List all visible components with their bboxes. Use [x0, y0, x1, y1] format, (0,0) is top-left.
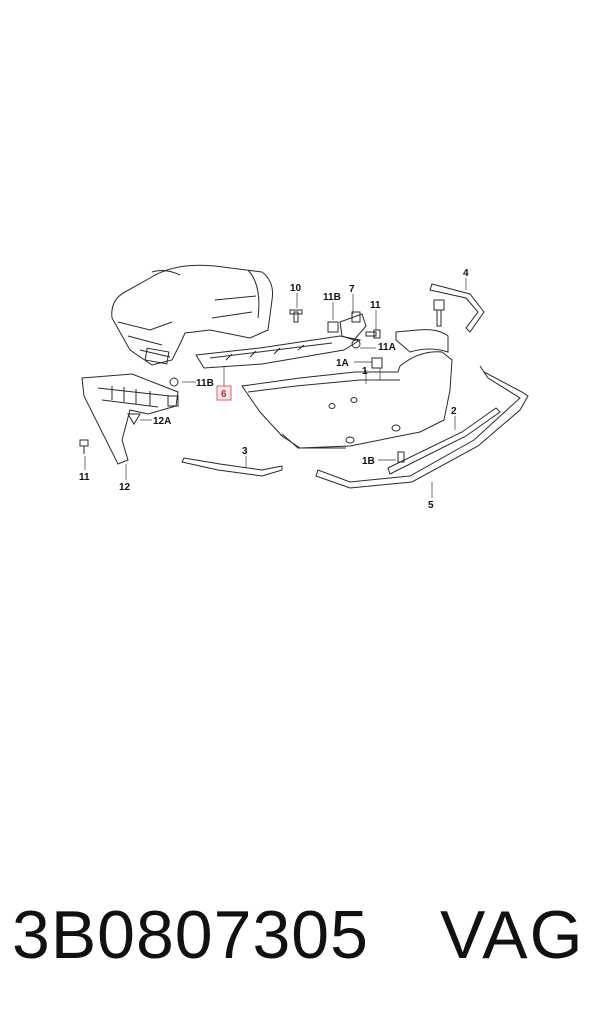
screw-1b — [397, 451, 405, 463]
part-number: 3B0807305 — [12, 897, 369, 973]
trim-strip-3 — [181, 457, 283, 477]
callout-11-top: 11 — [370, 300, 381, 311]
nut-11b-left — [169, 377, 179, 387]
callout-1: 1 — [362, 366, 368, 377]
nut-11b-top — [327, 321, 339, 333]
callout-labels: 4 10 11B 7 11 11A 1A 1 11B 6 12A 2 3 1B … — [79, 268, 469, 511]
callout-5: 5 — [428, 500, 434, 511]
spoiler-5 — [315, 365, 529, 489]
callout-1a: 1A — [336, 358, 349, 369]
screw-10 — [289, 309, 303, 323]
trim-strip-4 — [429, 283, 485, 333]
callout-11b-top: 11B — [323, 292, 341, 303]
clip-1a — [371, 357, 383, 369]
callout-2: 2 — [451, 406, 457, 417]
bracket-7 — [339, 311, 367, 341]
parts-diagram: 4 10 11B 7 11 11A 1A 1 11B 6 12A 2 3 1B … — [79, 264, 529, 511]
callout-3: 3 — [242, 446, 248, 457]
callout-11-bottom: 11 — [79, 472, 90, 483]
bolt-top-right — [433, 299, 445, 327]
callout-12: 12 — [119, 482, 131, 493]
callout-6: 6 — [221, 389, 227, 400]
callout-11b-left: 11B — [196, 378, 214, 389]
highlight-box-6 — [216, 385, 232, 401]
callout-11a: 11A — [378, 342, 396, 353]
callout-12a: 12A — [153, 416, 171, 427]
clip-12a — [127, 413, 141, 425]
leader-lines — [84, 278, 467, 498]
brand-label: VAG — [440, 897, 585, 973]
bumper-cover-1 — [241, 329, 453, 449]
callout-4: 4 — [463, 268, 469, 279]
screw-11-top — [365, 329, 381, 339]
screw-11-bottom — [79, 439, 89, 454]
callout-10: 10 — [290, 283, 302, 294]
trim-strip-2 — [387, 407, 501, 475]
callout-7: 7 — [349, 284, 355, 295]
callout-1b: 1B — [362, 456, 375, 467]
fasteners — [79, 299, 445, 463]
footer: 3B0807305 VAG — [0, 890, 600, 980]
car-body-outline — [111, 264, 273, 366]
bracket-12 — [81, 373, 179, 465]
nut-11a — [351, 339, 361, 349]
